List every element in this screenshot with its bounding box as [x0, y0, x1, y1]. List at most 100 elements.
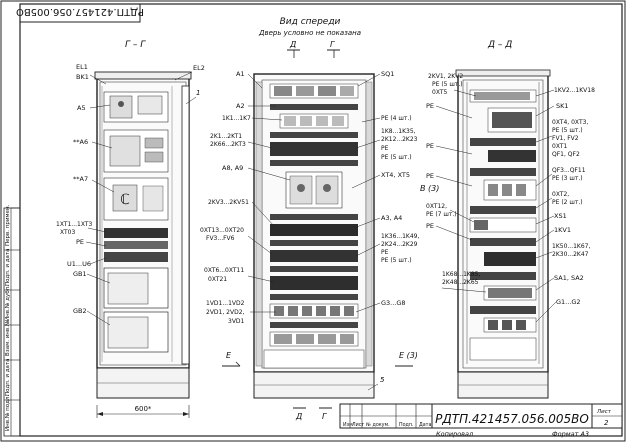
label-pe-r3: PE: [426, 172, 434, 180]
label-pe5a: PE (5 шт.): [381, 154, 412, 161]
label-vd2: 2VD1, 2VD2,: [206, 309, 245, 316]
label-k12: 2K12...2K23: [381, 136, 418, 143]
title-block: Изм Лист № докум. Подп. Дата РДТП.421457…: [339, 403, 623, 438]
label-qf1: QF1, QF2: [552, 151, 580, 158]
label-el2: EL2: [193, 64, 205, 72]
label-pe-r2: PE: [426, 142, 434, 150]
copied-label: Копировал: [436, 430, 473, 438]
label-sq1: SQ1: [381, 70, 394, 78]
label-qf3: QF3...QF11: [552, 167, 586, 174]
center-d-top: Д: [289, 40, 296, 49]
section-d-bottom: Д: [295, 412, 302, 421]
label-bk1: BK1: [76, 73, 89, 81]
label-xt03: XT03: [60, 229, 75, 236]
label-k36: 1K36...1K49,: [381, 233, 419, 240]
left-view-section-g: Г – Г ℂ: [56, 40, 205, 418]
label-kv1: 2KV1, 2KV2: [428, 73, 463, 80]
label-pe7: PE (7 шт.): [426, 211, 457, 218]
label-a7: **A7: [73, 175, 88, 183]
label-u1: U1...U6: [67, 260, 91, 268]
label-sk1: SK1: [556, 102, 569, 110]
top-stamp-code: РДТП.421457.056.005ВО: [16, 6, 144, 17]
side-col-3: Взам. инв.№: [5, 320, 11, 356]
col-dokum: № докум.: [366, 422, 390, 428]
label-pe-c1: PE: [381, 145, 389, 152]
top-stamp-box: [19, 3, 141, 23]
label-k68: 1K68...1K85,: [442, 271, 480, 278]
label-g1g2: G1...G2: [556, 298, 581, 306]
side-col-1: Инв.№ подл.: [5, 395, 11, 431]
side-stamp: Инв.№ подл. Подп. и дата Взам. инв.№ Инв…: [3, 204, 21, 437]
col-izm: Изм: [343, 422, 353, 428]
label-xt12: 0XT12,: [426, 203, 447, 210]
sheet-number: 2: [604, 419, 609, 427]
label-pe4: PE (4 шт.): [381, 115, 412, 122]
label-fv3: FV3...FV6: [206, 235, 235, 242]
label-pe-r1: PE: [426, 102, 434, 110]
right-view-section-d: Д – Д 2KV1, 2KV: [420, 40, 595, 399]
label-xt1: 1XT1...1XT3: [56, 221, 93, 228]
label-sa1: SA1, SA2: [554, 274, 584, 282]
label-pe-r4: PE: [426, 222, 434, 230]
label-pe5r: PE (5 шт.): [432, 81, 463, 88]
label-xt13: 0XT13...0XT20: [200, 227, 244, 234]
label-xt4-center: XT4, XT5: [381, 171, 410, 179]
label-xs1: XS1: [554, 212, 567, 220]
label-a1: A1: [236, 70, 245, 78]
label-k48: 2K48...2K65: [442, 279, 479, 286]
center-view-subtitle: Дверь условно не показана: [258, 29, 361, 37]
label-vd1: 1VD1...1VD2: [206, 300, 245, 307]
label-gb2: GB2: [73, 307, 87, 315]
label-kv1b: 1KV1: [554, 226, 571, 234]
label-k1k7: 1K1...1K7: [222, 115, 251, 122]
label-a3a4: A3, A4: [381, 214, 402, 222]
sheet-label: Лист: [596, 409, 612, 415]
side-col-2: Подп. и дата: [5, 359, 11, 396]
label-a8a9: A8, A9: [222, 164, 243, 172]
label-k8: 1K8...1K35,: [381, 128, 416, 135]
label-xt21: 0XT21: [208, 276, 227, 283]
center-view-title: Вид спереди: [280, 17, 341, 27]
section-v: В (3): [420, 184, 439, 193]
label-k66: 2K66...2KT3: [210, 141, 246, 148]
label-xt5: 0XT5: [432, 89, 447, 96]
label-k50: 1K50...1K67,: [552, 243, 590, 250]
label-xt1-right: 0XT1: [552, 143, 567, 150]
label-xt4-right: 0XT4, 0XT3,: [552, 119, 588, 126]
format-label: Формат А3: [552, 430, 589, 438]
label-k1kt1: 2K1...2KT1: [210, 133, 242, 140]
svg-text:ℂ: ℂ: [120, 192, 130, 208]
label-kv2: 1KV2...1KV18: [554, 87, 595, 94]
label-vd3: 3VD1: [228, 318, 245, 325]
label-a5: A5: [77, 104, 86, 112]
document-code: РДТП.421457.056.005ВО: [435, 412, 589, 426]
col-podp: Подп.: [399, 422, 414, 428]
center-g-top: Г: [330, 40, 335, 49]
label-xt6: 0XT6...0XT11: [204, 267, 244, 274]
side-col-4: Инв.№ дубл.: [5, 285, 11, 321]
label-k24: 2K24...2K29: [381, 241, 418, 248]
label-a2: A2: [236, 102, 245, 110]
label-5: 5: [380, 376, 385, 384]
section-e-right: Е (3): [399, 351, 418, 360]
side-col-5: Подп. и дата: [5, 249, 11, 286]
label-a6: **A6: [73, 138, 88, 146]
label-pe5b: PE (5 шт.): [381, 257, 412, 264]
section-g-bottom: Г: [322, 412, 327, 421]
right-view-title: Д – Д: [487, 40, 512, 50]
col-data: Дата: [419, 422, 431, 428]
side-col-6: Перв. примен.: [5, 204, 11, 246]
label-pe2: PE (2 шт.): [552, 199, 583, 206]
label-k30: 2K30...2K47: [552, 251, 589, 258]
label-pe5c: PE (5 шт.): [552, 127, 583, 134]
col-list: Лист: [352, 422, 364, 428]
label-kv3: 2KV3...2KV51: [208, 199, 249, 206]
label-pe-left: PE: [76, 238, 84, 246]
left-view-title: Г – Г: [125, 40, 146, 50]
label-g3g8: G3...G8: [381, 299, 406, 307]
label-fv1: FV1, FV2: [552, 135, 579, 142]
center-front-view: Вид спереди Дверь условно не показана Д …: [200, 17, 419, 421]
